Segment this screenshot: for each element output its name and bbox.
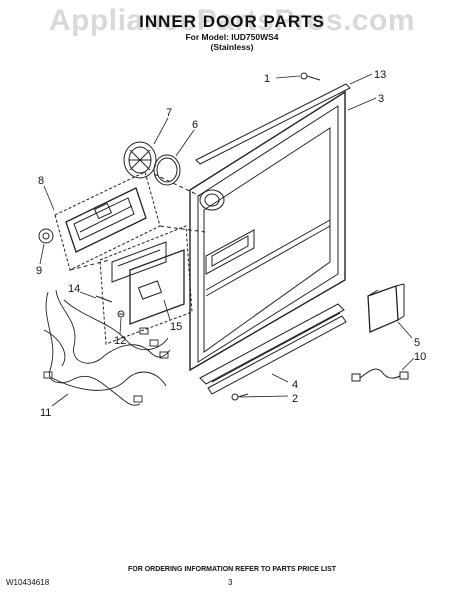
model-number: For Model: IUD750WS4 [185, 32, 279, 42]
callout-5: 5 [414, 337, 420, 349]
dispenser [65, 187, 147, 253]
board-screw [117, 310, 125, 318]
wire-harness [43, 289, 171, 406]
vent-assembly [123, 141, 157, 179]
callout-13: 13 [374, 69, 386, 81]
watermark: AppliancePartsPros.com [48, 4, 416, 37]
callout-8: 8 [38, 175, 44, 187]
door-seal [199, 303, 347, 395]
callout-3: 3 [378, 93, 384, 105]
vent-gasket [153, 154, 181, 186]
callout-9: 9 [36, 265, 42, 277]
top-screw [300, 72, 321, 81]
cable-assembly [351, 368, 409, 382]
callout-14: 14 [68, 283, 80, 295]
document-number: W10434618 [6, 578, 50, 587]
assembly-guide-lines [69, 173, 206, 271]
callout-4: 4 [292, 379, 298, 391]
side-bracket [367, 283, 405, 333]
rinse-aid-cap [38, 228, 54, 244]
spacer [95, 295, 113, 303]
control-board [111, 241, 185, 325]
callout-6: 6 [192, 119, 198, 131]
page-title: INNER DOOR PARTS [139, 12, 325, 31]
board-dashed-outline [99, 225, 193, 345]
model-variant: (Stainless) [210, 42, 254, 52]
callout-1: 1 [264, 73, 270, 85]
callout-7: 7 [166, 107, 172, 119]
bottom-screw [231, 393, 249, 401]
callout-10: 10 [414, 351, 426, 363]
ordering-note: FOR ORDERING INFORMATION REFER TO PARTS … [127, 566, 337, 573]
dispenser-group [54, 171, 161, 271]
callout-12: 12 [114, 335, 126, 347]
inner-door-panel [189, 83, 351, 372]
callout-2: 2 [292, 393, 298, 405]
page-number: 3 [228, 578, 233, 587]
callout-labels: 1 13 3 7 6 8 9 14 12 15 11 4 2 5 10 [36, 69, 426, 419]
callout-15: 15 [170, 321, 182, 333]
leader-lines [39, 73, 415, 407]
callout-11: 11 [40, 407, 51, 419]
